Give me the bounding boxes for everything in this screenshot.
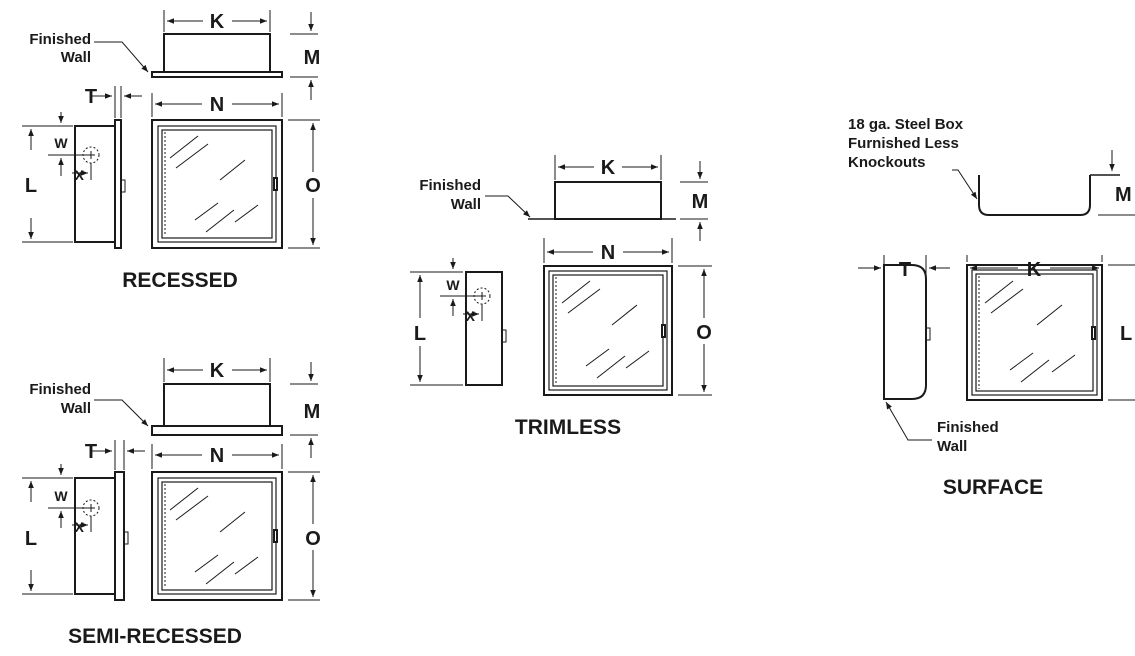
semi-recessed-caption: SEMI-RECESSED xyxy=(68,625,242,648)
surface-top-view: M 18 ga. Steel Box Furnished Less Knocko… xyxy=(848,116,1135,216)
recessed-dim-n: N xyxy=(210,94,224,116)
semi-recessed-top-view: K M Finished Wall xyxy=(29,358,320,458)
trimless-caption: TRIMLESS xyxy=(515,416,621,439)
surface-steel-box-line3: Knockouts xyxy=(848,154,926,171)
semi-finished-wall-line2: Wall xyxy=(61,400,91,417)
surface-dim-t: T xyxy=(899,259,911,281)
trimless-dim-m: M xyxy=(692,191,709,213)
semi-recessed-front-view: N O xyxy=(151,444,321,601)
surface-front-view: K L xyxy=(966,255,1135,401)
trimless-finished-wall-line1: Finished xyxy=(419,177,481,194)
surface-finished-wall-line2: Wall xyxy=(937,438,967,455)
recessed-top-view: K M Finished Wall xyxy=(29,10,320,100)
recessed-front-view: N O xyxy=(151,93,321,249)
semi-recessed-dim-l: L xyxy=(25,528,37,550)
surface-view: M 18 ga. Steel Box Furnished Less Knocko… xyxy=(848,116,1135,499)
semi-recessed-view: K M Finished Wall L W xyxy=(22,358,321,648)
trimless-top-view: K M Finished Wall xyxy=(419,155,708,241)
recessed-dim-k: K xyxy=(210,11,225,33)
surface-dim-m: M xyxy=(1115,184,1132,206)
surface-caption: SURFACE xyxy=(943,476,1043,499)
surface-side-view: T Finished Wall xyxy=(858,255,999,455)
semi-recessed-dim-w: W xyxy=(54,488,68,504)
recessed-view: K M Finished Wall L W xyxy=(22,10,321,292)
recessed-finished-wall-line2: Wall xyxy=(61,49,91,66)
trimless-side-view: L W X xyxy=(410,258,507,386)
recessed-dim-x: X xyxy=(75,167,85,183)
surface-finished-wall-line1: Finished xyxy=(937,419,999,436)
surface-dim-k: K xyxy=(1027,259,1042,281)
trimless-finished-wall-line2: Wall xyxy=(451,196,481,213)
trimless-dim-x: X xyxy=(466,308,476,324)
recessed-dim-l: L xyxy=(25,175,37,197)
recessed-side-view: L W X T xyxy=(22,86,142,249)
recessed-dim-w: W xyxy=(54,135,68,151)
recessed-dim-o: O xyxy=(305,175,321,197)
recessed-caption: RECESSED xyxy=(122,269,238,292)
semi-recessed-side-view: L W X T xyxy=(22,440,145,601)
semi-recessed-dim-n: N xyxy=(210,445,224,467)
trimless-dim-l: L xyxy=(414,323,426,345)
trimless-dim-w: W xyxy=(446,277,460,293)
semi-recessed-dim-k: K xyxy=(210,360,225,382)
semi-finished-wall-line1: Finished xyxy=(29,381,91,398)
trimless-front-view: N O xyxy=(543,238,712,396)
recessed-finished-wall-line1: Finished xyxy=(29,31,91,48)
trimless-dim-n: N xyxy=(601,242,615,264)
recessed-dim-t: T xyxy=(85,86,97,108)
surface-dim-l: L xyxy=(1120,323,1132,345)
recessed-dim-m: M xyxy=(304,47,321,69)
semi-recessed-dim-x: X xyxy=(75,519,85,535)
semi-recessed-dim-o: O xyxy=(305,528,321,550)
trimless-view: K M Finished Wall L W xyxy=(410,155,712,439)
surface-steel-box-line1: 18 ga. Steel Box xyxy=(848,116,964,133)
trimless-dim-o: O xyxy=(696,322,712,344)
trimless-dim-k: K xyxy=(601,157,616,179)
semi-recessed-dim-t: T xyxy=(85,441,97,463)
surface-steel-box-line2: Furnished Less xyxy=(848,135,959,152)
semi-recessed-dim-m: M xyxy=(304,401,321,423)
